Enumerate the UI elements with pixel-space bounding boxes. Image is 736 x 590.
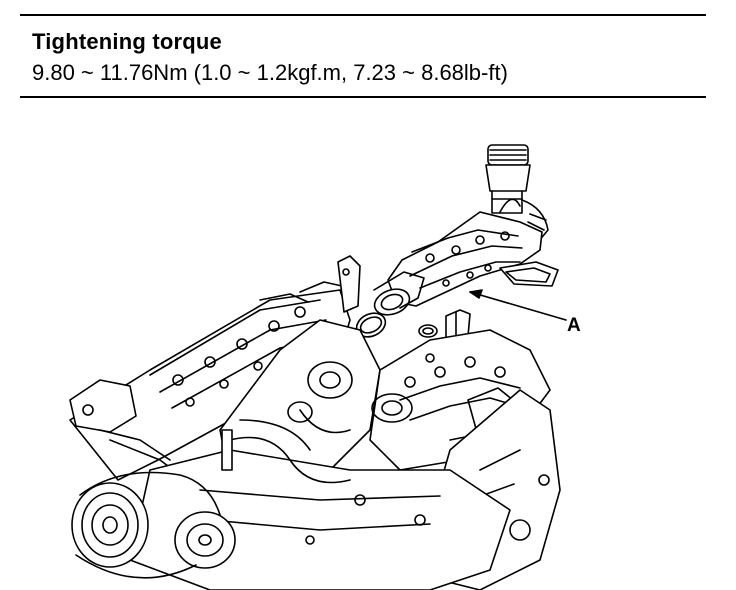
- leader-line-a: [469, 289, 567, 321]
- oil-filter-module-a: [387, 198, 543, 307]
- coolant-outlet-pipe: [373, 271, 425, 316]
- drive-belt: [75, 471, 221, 579]
- o-ring-small: [418, 324, 438, 338]
- harness-wiring: [221, 419, 351, 484]
- bottom-rule: [20, 96, 706, 98]
- crank-pulley: [71, 482, 149, 568]
- callout-a-label: A: [567, 315, 581, 336]
- engine-illustration: A: [69, 144, 581, 590]
- torque-spec-box: Tightening torque 9.80 ~ 11.76Nm (1.0 ~ …: [20, 14, 706, 98]
- oil-filter-cap: [485, 144, 549, 243]
- idler-pulley: [174, 511, 236, 569]
- spec-title: Tightening torque: [32, 29, 222, 54]
- housing-gasket: [499, 261, 559, 287]
- top-rule: [20, 14, 706, 16]
- spec-torque-value: 9.80 ~ 11.76Nm (1.0 ~ 1.2kgf.m, 7.23 ~ 8…: [32, 60, 508, 85]
- left-bracket: [69, 379, 231, 501]
